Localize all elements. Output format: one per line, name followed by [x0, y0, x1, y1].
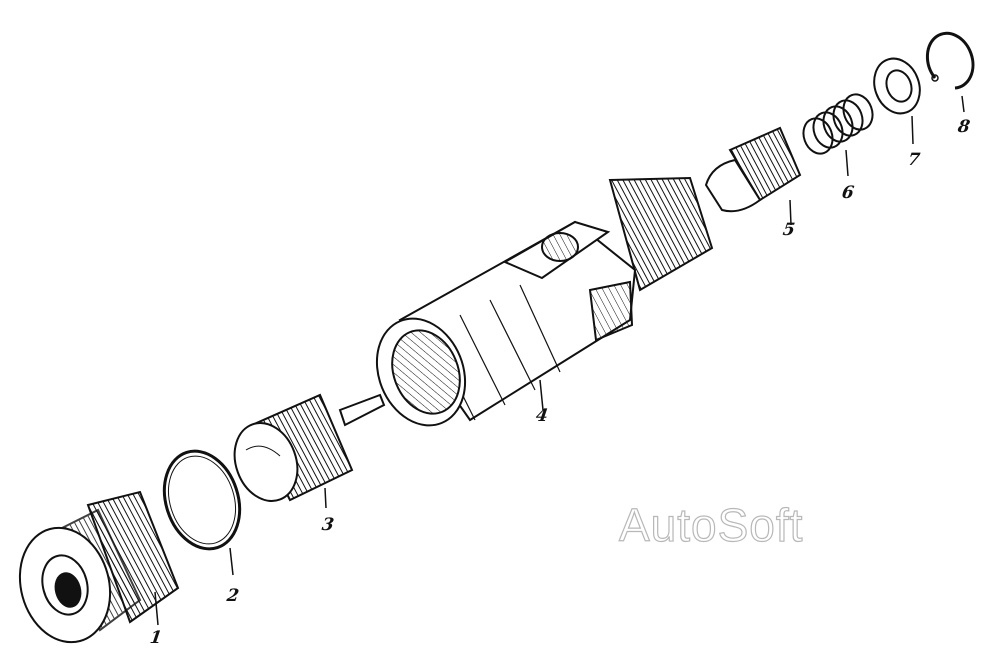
part-4-body	[375, 176, 714, 427]
part-1-nut	[18, 490, 180, 644]
part-3-plunger	[233, 393, 386, 509]
part-6-spring	[802, 93, 874, 177]
part-2-o-ring	[162, 449, 242, 576]
part-5-valve	[704, 126, 802, 226]
part-8-retaining-ring	[925, 31, 975, 113]
part-7-washer	[873, 57, 921, 145]
watermark-text: AutoSoft	[618, 498, 804, 551]
